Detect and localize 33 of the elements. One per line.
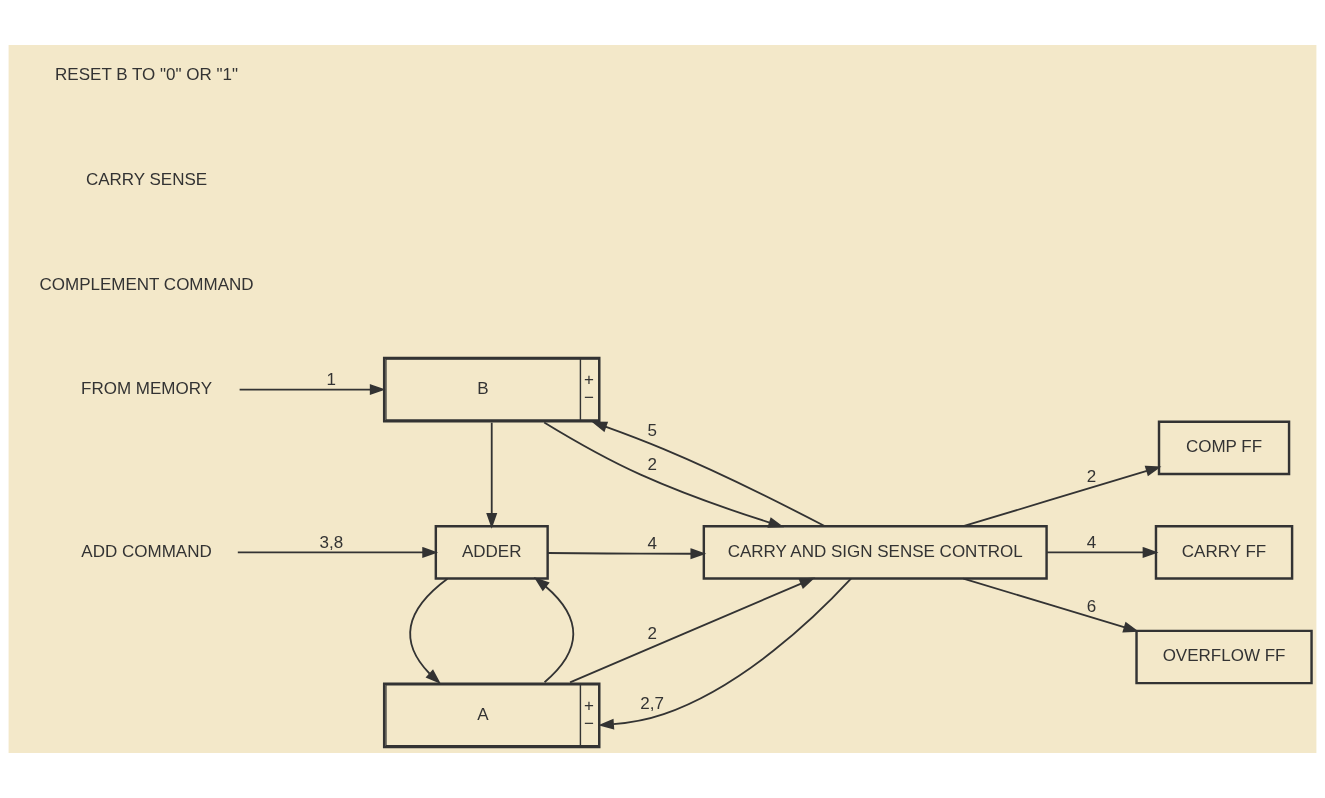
edge-label: 2,7 [640,694,664,714]
arrow [591,421,826,528]
node-text: ADD COMMAND [81,541,212,561]
arrow [962,577,1140,633]
arrow [409,577,449,685]
arrow [543,421,785,528]
edge-label: 4 [647,534,657,554]
edge-label: 3,8 [319,532,344,552]
arrow [533,577,575,684]
edge-label: 6 [1086,597,1097,617]
edge-label: 4 [1086,532,1097,552]
label: RESET B TO "0" OR "1" [55,65,238,85]
arrow [486,421,498,529]
arrow [238,384,386,396]
arrow [236,546,439,558]
arrow [546,548,707,560]
node-box: OVERFLOW FF [1135,629,1313,685]
node-box: CARRY AND SIGN SENSE CONTROL [702,525,1048,580]
edge-label: 2 [1086,467,1097,487]
arrow [569,577,816,684]
arrow [1046,546,1159,558]
node-box: ADDER [434,525,549,580]
label: CARRY SENSE [85,170,208,190]
label: COMPLEMENT COMMAND [39,274,254,294]
arrow [598,577,852,730]
edge-label: 1 [326,369,337,389]
edge-label: 2 [647,455,657,475]
edge-label: 5 [647,421,657,441]
arrow [962,465,1162,528]
node-box: CARRY FF [1154,525,1294,580]
node-box: COMP FF [1157,420,1291,476]
node-text: FROM MEMORY [81,379,213,399]
edge-label: 2 [647,623,657,643]
